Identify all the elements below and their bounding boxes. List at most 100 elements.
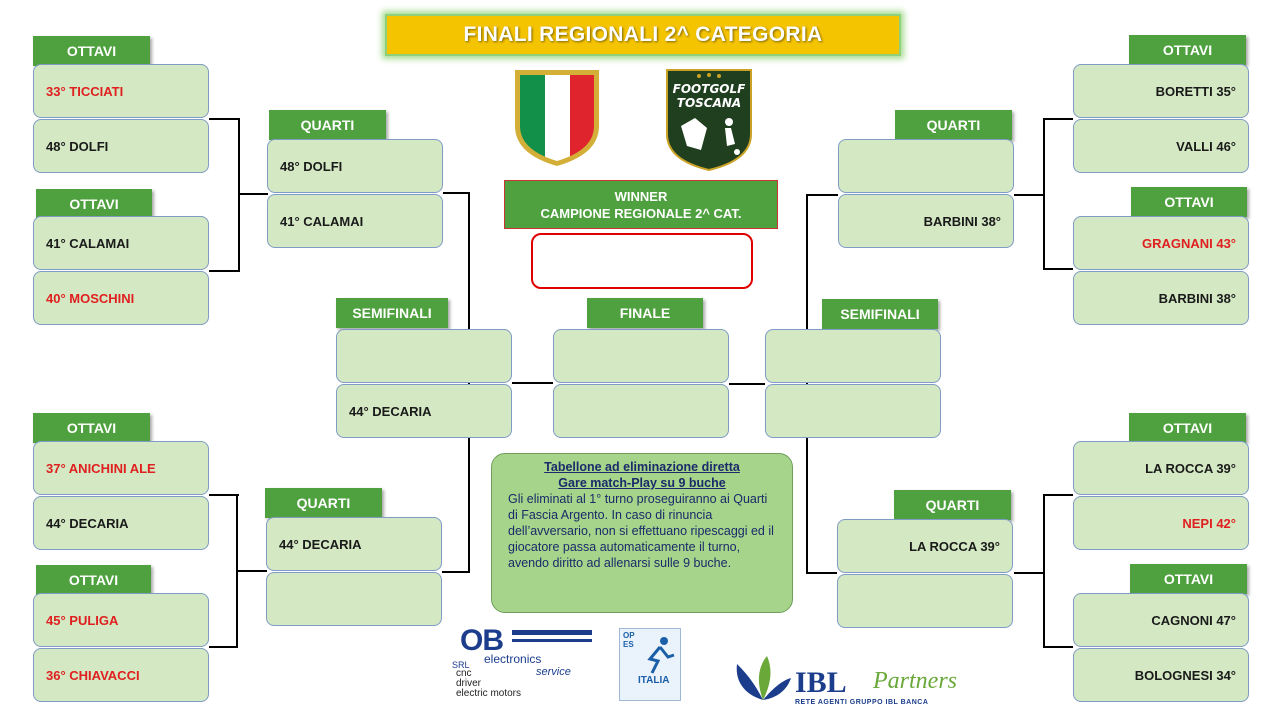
ibl-mark: IBL: [795, 666, 847, 699]
header-quarti-right-1: QUARTI: [895, 110, 1012, 140]
header-finale: FINALE: [587, 298, 703, 328]
bracket-line: [442, 571, 470, 573]
player-name: 36° CHIAVACCI: [46, 667, 140, 683]
match-box-ottavi-r3-a[interactable]: LA ROCCA 39°: [1073, 441, 1249, 495]
match-box-ottavi-r1-b[interactable]: VALLI 46°: [1073, 119, 1249, 173]
match-box-semifinale-l-a[interactable]: [336, 329, 512, 383]
match-box-ottavi-l1-b[interactable]: 48° DOLFI: [33, 119, 209, 173]
player-name: BORETTI 35°: [1155, 83, 1236, 99]
player-name: NEPI 42°: [1182, 515, 1236, 531]
player-name: 37° ANICHINI ALE: [46, 460, 156, 476]
opes-italia-logo: OPES ITALIA: [619, 628, 681, 701]
match-box-quarti-r2-a[interactable]: LA ROCCA 39°: [837, 519, 1013, 573]
ob-service-text: service: [536, 666, 571, 678]
bracket-line: [1043, 118, 1073, 120]
ob-driver: driver: [456, 678, 482, 689]
match-box-ottavi-l3-b[interactable]: 44° DECARIA: [33, 496, 209, 550]
match-box-ottavi-l2-a[interactable]: 41° CALAMAI: [33, 216, 209, 270]
bracket-line: [209, 118, 239, 120]
player-name: 44° DECARIA: [279, 536, 362, 552]
match-box-semifinale-r-a[interactable]: [765, 329, 941, 383]
info-title-1: Tabellone ad eliminazione diretta: [544, 460, 740, 474]
player-name: BARBINI 38°: [923, 213, 1001, 229]
player-name: 41° CALAMAI: [280, 213, 364, 229]
match-box-ottavi-r4-b[interactable]: BOLOGNESI 34°: [1073, 648, 1249, 702]
player-name: 44° DECARIA: [46, 515, 129, 531]
header-ottavi-right-1: OTTAVI: [1129, 35, 1246, 65]
match-box-ottavi-r1-a[interactable]: BORETTI 35°: [1073, 64, 1249, 118]
bracket-line: [209, 646, 238, 648]
bracket-line: [238, 118, 240, 272]
match-box-ottavi-r2-b[interactable]: BARBINI 38°: [1073, 271, 1249, 325]
match-box-quarti-l2-b[interactable]: [266, 572, 442, 626]
ibl-tagline: RETE AGENTI GRUPPO IBL BANCA: [795, 699, 929, 706]
bracket-line: [443, 192, 470, 194]
ob-mark: OB: [460, 624, 504, 657]
header-semifinali-right: SEMIFINALI: [822, 299, 938, 329]
page-title: FINALI REGIONALI 2^ CATEGORIA: [385, 14, 901, 56]
match-box-quarti-r1-b[interactable]: BARBINI 38°: [838, 194, 1014, 248]
toscana-text: TOSCANA: [676, 96, 742, 110]
bracket-line: [512, 382, 553, 384]
header-ottavi-right-3: OTTAVI: [1129, 413, 1246, 443]
header-quarti-left-2: QUARTI: [265, 488, 382, 518]
ibl-leaf-icon: [736, 656, 791, 700]
match-box-ottavi-r3-b[interactable]: NEPI 42°: [1073, 496, 1249, 550]
opes-mark: OPES: [623, 631, 635, 649]
footgolf-badge-icon: [666, 69, 752, 172]
info-title-2: Gare match-Play su 9 buche: [558, 476, 726, 490]
bracket-line: [1043, 118, 1045, 270]
ob-srl-text: SRL: [452, 660, 470, 670]
player-name: GRAGNANI 43°: [1141, 235, 1236, 251]
ob-electronics-text: electronics: [484, 652, 542, 666]
ibl-partners-logo: IBL Partners RETE AGENTI GRUPPO IBL BANC…: [733, 654, 973, 708]
header-ottavi-left-2: OTTAVI: [36, 189, 152, 219]
ob-electric-motors: electric motors: [456, 688, 522, 699]
match-box-ottavi-r4-a[interactable]: CAGNONI 47°: [1073, 593, 1249, 647]
runner-icon: [647, 637, 675, 674]
player-name: 44° DECARIA: [349, 403, 432, 419]
player-name: VALLI 46°: [1176, 138, 1236, 154]
bracket-line: [1043, 494, 1045, 648]
winner-banner: WINNER CAMPIONE REGIONALE 2^ CAT.: [504, 180, 778, 229]
header-ottavi-left-1: OTTAVI: [33, 36, 150, 66]
match-box-quarti-r2-b[interactable]: [837, 574, 1013, 628]
bracket-line: [1043, 646, 1073, 648]
match-box-semifinale-l-b[interactable]: 44° DECARIA: [336, 384, 512, 438]
opes-side-text: ITALIA: [638, 675, 670, 686]
bracket-line: [1043, 268, 1073, 270]
player-name: 41° CALAMAI: [46, 235, 130, 251]
header-semifinali-left: SEMIFINALI: [336, 298, 448, 328]
winner-box[interactable]: [531, 233, 753, 289]
player-name: 45° PULIGA: [46, 612, 119, 628]
footgolf-toscana-logo: FOOTGOLF TOSCANA: [661, 66, 757, 172]
winner-subtitle: CAMPIONE REGIONALE 2^ CAT.: [540, 205, 742, 221]
bracket-line: [1043, 494, 1073, 496]
match-box-finale-a[interactable]: [553, 329, 729, 383]
player-name: 40° MOSCHINI: [46, 290, 135, 306]
match-box-finale-b[interactable]: [553, 384, 729, 438]
match-box-quarti-l2-a[interactable]: 44° DECARIA: [266, 517, 442, 571]
bracket-line: [209, 270, 239, 272]
match-box-ottavi-l1-a[interactable]: 33° TICCIATI: [33, 64, 209, 118]
player-name: 33° TICCIATI: [46, 83, 124, 99]
match-box-semifinale-r-b[interactable]: [765, 384, 941, 438]
match-box-ottavi-l4-a[interactable]: 45° PULIGA: [33, 593, 209, 647]
info-body: Gli eliminati al 1° turno proseguiranno …: [508, 492, 774, 570]
player-name: CAGNONI 47°: [1151, 612, 1236, 628]
ob-electronics-logo: OB electronics SRL service cnc driver el…: [450, 624, 595, 699]
match-box-ottavi-l3-a[interactable]: 37° ANICHINI ALE: [33, 441, 209, 495]
ob-stripe: [512, 639, 592, 642]
match-box-ottavi-l4-b[interactable]: 36° CHIAVACCI: [33, 648, 209, 702]
player-name: LA ROCCA 39°: [909, 538, 1000, 554]
match-box-ottavi-l2-b[interactable]: 40° MOSCHINI: [33, 271, 209, 325]
match-box-quarti-l1-a[interactable]: 48° DOLFI: [267, 139, 443, 193]
bracket-line: [238, 193, 268, 195]
header-ottavi-left-3: OTTAVI: [33, 413, 150, 443]
match-box-quarti-l1-b[interactable]: 41° CALAMAI: [267, 194, 443, 248]
bracket-line: [209, 494, 239, 496]
match-box-quarti-r1-a[interactable]: [838, 139, 1014, 193]
player-name: 48° DOLFI: [46, 138, 109, 154]
match-box-ottavi-r2-a[interactable]: GRAGNANI 43°: [1073, 216, 1249, 270]
bracket-line: [1014, 194, 1044, 196]
